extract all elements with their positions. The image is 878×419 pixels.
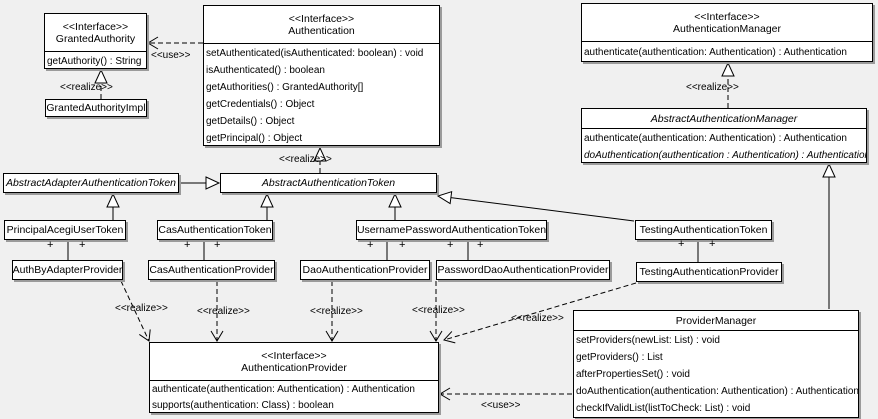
class-name: TestingAuthenticationProvider <box>639 266 779 278</box>
class-header: <<Interface>> Authentication <box>204 6 439 43</box>
class-name: AuthenticationProvider <box>241 361 347 374</box>
class-header: <<Interface>> GrantedAuthority <box>45 14 146 51</box>
realize-label: <<realize>> <box>511 313 564 324</box>
class-authentication-provider[interactable]: <<Interface>> AuthenticationProvider aut… <box>149 342 439 413</box>
method-row: getDetails() : Object <box>206 116 295 127</box>
class-dao-authentication-provider[interactable]: DaoAuthenticationProvider <box>300 260 430 280</box>
methods-compartment: getAuthority() : String <box>45 51 146 68</box>
method-row: authenticate(authentication: Authenticat… <box>584 47 847 58</box>
method-row: checkIfValidList(listToCheck: List) : vo… <box>576 403 751 414</box>
class-name: ProviderManager <box>675 314 757 327</box>
method-row: authenticate(authentication: Authenticat… <box>152 384 415 395</box>
class-username-password-authentication-token[interactable]: UsernamePasswordAuthenticationToken <box>356 220 547 240</box>
method-row: getProviders() : List <box>576 352 663 363</box>
multiplicity-plus: + <box>47 239 54 251</box>
class-provider-manager[interactable]: ProviderManager setProviders(newList: Li… <box>573 310 859 418</box>
multiplicity-plus: + <box>214 239 221 251</box>
class-abstract-authentication-token[interactable]: AbstractAuthenticationToken <box>220 173 437 193</box>
class-authentication-manager[interactable]: <<Interface>> AuthenticationManager auth… <box>581 3 873 62</box>
class-name: AbstractAdapterAuthenticationToken <box>5 177 177 189</box>
use-label: <<use>> <box>151 50 191 61</box>
class-name: DaoAuthenticationProvider <box>302 264 428 276</box>
class-name: GrantedAuthority <box>55 32 136 45</box>
association-edges <box>67 240 699 262</box>
class-name: Authentication <box>288 24 355 37</box>
class-name: GrantedAuthorityImpl <box>46 102 146 114</box>
class-header: <<Interface>> AuthenticationProvider <box>150 343 438 380</box>
stereotype-label: <<Interface>> <box>694 10 760 23</box>
multiplicity-plus: + <box>399 239 406 251</box>
class-name: PrincipalAcegiUserToken <box>6 224 124 236</box>
class-name: CasAuthenticationToken <box>158 224 272 236</box>
class-name: AbstractAuthenticationToken <box>261 177 396 189</box>
method-row: afterPropertiesSet() : void <box>576 369 690 380</box>
class-testing-authentication-provider[interactable]: TestingAuthenticationProvider <box>636 262 782 282</box>
method-row: setAuthenticated(isAuthenticated: boolea… <box>206 48 424 59</box>
realize-label: <<realize>> <box>412 305 465 316</box>
method-row: isAuthenticated() : boolean <box>206 65 325 76</box>
methods-compartment: setAuthenticated(isAuthenticated: boolea… <box>204 43 439 145</box>
class-auth-by-adapter-provider[interactable]: AuthByAdapterProvider <box>12 260 123 280</box>
multiplicity-plus: + <box>367 239 374 251</box>
multiplicity-plus: + <box>184 239 191 251</box>
method-row: setProviders(newList: List) : void <box>576 335 720 346</box>
realize-label: <<realize>> <box>279 154 332 165</box>
use-label: <<use>> <box>481 400 521 411</box>
method-row: getPrincipal() : Object <box>206 133 303 144</box>
class-granted-authority-impl[interactable]: GrantedAuthorityImpl <box>45 99 147 117</box>
class-authentication[interactable]: <<Interface>> Authentication setAuthenti… <box>203 5 440 146</box>
class-name: PasswordDaoAuthenticationProvider <box>437 264 609 276</box>
class-cas-authentication-token[interactable]: CasAuthenticationToken <box>157 220 273 240</box>
multiplicity-plus: + <box>678 238 685 250</box>
edge-testingtoken-to-abstracttoken <box>436 190 635 222</box>
realize-label: <<realize>> <box>60 82 113 93</box>
stereotype-label: <<Interface>> <box>288 12 355 25</box>
class-password-dao-authentication-provider[interactable]: PasswordDaoAuthenticationProvider <box>436 260 610 280</box>
method-row: supports(authentication: Class) : boolea… <box>152 400 334 411</box>
methods-compartment: authenticate(authentication: Authenticat… <box>582 128 867 162</box>
class-name: AuthByAdapterProvider <box>12 264 123 276</box>
realize-label: <<realize>> <box>197 306 250 317</box>
class-testing-authentication-token[interactable]: TestingAuthenticationToken <box>635 220 772 240</box>
realize-label: <<realize>> <box>115 303 168 314</box>
class-name: CasAuthenticationProvider <box>149 264 274 276</box>
stereotype-label: <<Interface>> <box>62 20 129 33</box>
class-abstract-adapter-authentication-token[interactable]: AbstractAdapterAuthenticationToken <box>3 173 179 193</box>
methods-compartment: authenticate(authentication: Authenticat… <box>582 41 872 61</box>
class-cas-authentication-provider[interactable]: CasAuthenticationProvider <box>148 260 275 280</box>
method-row: getCredentials() : Object <box>206 99 315 110</box>
class-name: UsernamePasswordAuthenticationToken <box>356 224 547 236</box>
multiplicity-plus: + <box>447 239 454 251</box>
class-header: <<Interface>> AuthenticationManager <box>582 4 872 41</box>
realize-label: <<realize>> <box>686 82 739 93</box>
methods-compartment: setProviders(newList: List) : void getPr… <box>574 330 858 417</box>
class-abstract-authentication-manager[interactable]: AbstractAuthenticationManager authentica… <box>581 108 867 163</box>
methods-compartment: authenticate(authentication: Authenticat… <box>150 380 438 412</box>
multiplicity-plus: + <box>709 238 716 250</box>
method-row-abstract: doAuthentication(authentication : Authen… <box>584 150 867 161</box>
class-principal-acegi-user-token[interactable]: PrincipalAcegiUserToken <box>4 220 126 240</box>
multiplicity-plus: + <box>79 239 86 251</box>
multiplicity-plus: + <box>477 239 484 251</box>
method-row: getAuthority() : String <box>47 56 142 67</box>
method-row: getAuthorities() : GrantedAuthority[] <box>206 82 364 93</box>
class-name: AbstractAuthenticationManager <box>650 112 798 125</box>
method-row: authenticate(authentication: Authenticat… <box>584 133 847 144</box>
method-row: doAuthentication(authentication: Authent… <box>576 386 859 397</box>
class-granted-authority[interactable]: <<Interface>> GrantedAuthority getAuthor… <box>44 13 147 69</box>
class-name: TestingAuthenticationToken <box>639 224 768 236</box>
class-name: AuthenticationManager <box>673 22 781 35</box>
stereotype-label: <<Interface>> <box>261 349 327 362</box>
class-header: ProviderManager <box>574 311 858 330</box>
class-header: AbstractAuthenticationManager <box>582 109 866 128</box>
realize-label: <<realize>> <box>310 306 363 317</box>
